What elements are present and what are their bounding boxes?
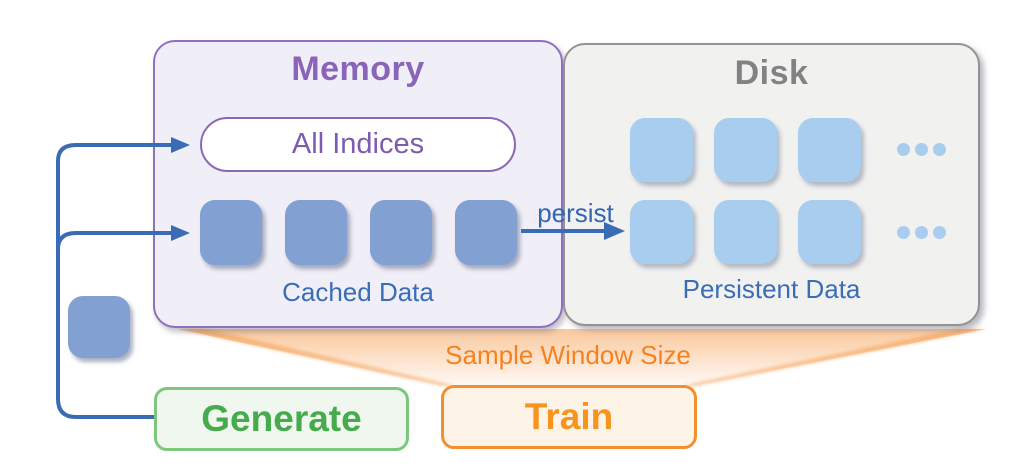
ellipsis-dot [933, 143, 946, 156]
persistent-data-block [714, 200, 777, 264]
sample-window-size-label: Sample Window Size [445, 340, 691, 370]
persistent-data-label: Persistent Data [682, 274, 861, 304]
ellipsis-row1 [897, 143, 946, 156]
cached-data-block [285, 200, 347, 265]
memory-title: Memory [291, 50, 425, 88]
memory-box: Memory All Indices Cached Data [153, 40, 563, 328]
ellipsis-dot [933, 226, 946, 239]
persistent-data-blocks-row1 [630, 118, 861, 182]
funnel-right-edge [681, 329, 986, 386]
cached-data-blocks [200, 200, 517, 265]
persistent-data-block [798, 118, 861, 182]
train-box: Train [441, 385, 697, 449]
disk-box: Disk Persistent Data [563, 43, 980, 326]
cached-data-block [455, 200, 517, 265]
persist-arrow-label: persist [537, 198, 614, 228]
ellipsis-dot [897, 226, 910, 239]
persistent-data-block [714, 118, 777, 182]
cached-data-label: Cached Data [282, 277, 434, 307]
persistent-data-block [630, 200, 693, 264]
ellipsis-dot [915, 226, 928, 239]
cached-data-block [370, 200, 432, 265]
generated-data-block [68, 296, 130, 358]
persistent-data-blocks-row2 [630, 200, 861, 264]
disk-title: Disk [734, 54, 809, 92]
funnel-left-edge [178, 329, 457, 386]
cached-data-block [200, 200, 262, 265]
all-indices-pill: All Indices [200, 117, 516, 172]
persistent-data-block [798, 200, 861, 264]
ellipsis-dot [915, 143, 928, 156]
generate-box: Generate [154, 387, 409, 451]
persistent-data-block [630, 118, 693, 182]
ellipsis-row2 [897, 226, 946, 239]
ellipsis-dot [897, 143, 910, 156]
